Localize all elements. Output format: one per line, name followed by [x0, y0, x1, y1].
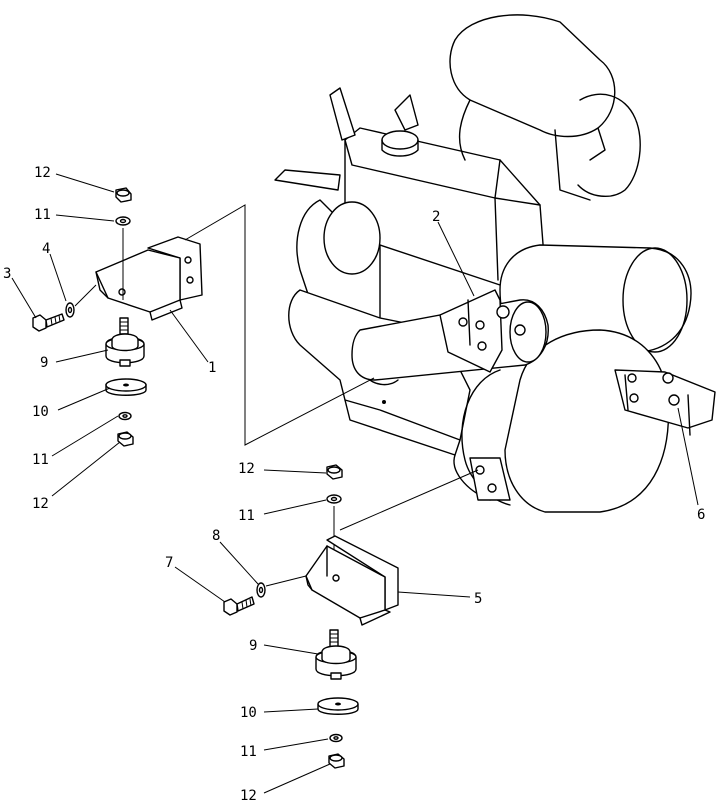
- bolt-7-right: [223, 596, 255, 616]
- callout-labels: 12 11 4 3 9 1 10 11 12 2 6 12 11 8 7 5 9…: [3, 165, 705, 803]
- nut-12-right-bottom: [328, 753, 345, 769]
- bracket-1: [95, 236, 203, 321]
- engine-bracket-rear: [614, 369, 716, 436]
- nut-12-left-bottom: [117, 431, 134, 447]
- callout-3: 3: [3, 266, 11, 282]
- bracket-5: [305, 535, 399, 626]
- leader-lines: [11, 173, 699, 794]
- callout-12: 12: [238, 461, 255, 477]
- callout-10: 10: [240, 705, 257, 721]
- assembly-line: [184, 204, 375, 446]
- callout-9: 9: [40, 355, 48, 371]
- callout-7: 7: [165, 555, 173, 571]
- callout-11: 11: [240, 744, 257, 760]
- spacer-10-right: [317, 697, 359, 715]
- right-mount-group: [223, 464, 479, 769]
- callout-6: 6: [697, 507, 705, 523]
- washer-4-left: [65, 302, 75, 318]
- nut-12-right-top: [326, 464, 343, 480]
- nut-12-left-top: [115, 187, 132, 203]
- callout-8: 8: [212, 528, 220, 544]
- callout-10: 10: [32, 404, 49, 420]
- callout-11: 11: [34, 207, 51, 223]
- washer-11-right-bottom: [329, 733, 343, 743]
- callout-9: 9: [249, 638, 257, 654]
- bolt-3-left: [32, 313, 65, 332]
- engine-block: [274, 14, 692, 513]
- callout-1: 1: [208, 360, 216, 376]
- callout-12: 12: [240, 788, 257, 803]
- callout-2: 2: [432, 209, 440, 225]
- washer-11-right-top: [326, 494, 342, 504]
- callout-11: 11: [238, 508, 255, 524]
- assembly-line-right: [339, 469, 479, 531]
- spacer-10-left: [105, 378, 147, 396]
- callout-12: 12: [34, 165, 51, 181]
- washer-11-left-bottom: [118, 411, 132, 421]
- washer-11-left-top: [115, 216, 131, 226]
- callout-11: 11: [32, 452, 49, 468]
- callout-4: 4: [42, 241, 50, 257]
- rubber-mount-9-right: [315, 629, 357, 680]
- engine-bracket-front: [439, 289, 526, 373]
- engine-mount-lug-lower: [469, 457, 511, 501]
- rubber-mount-9-left: [105, 317, 145, 367]
- callout-5: 5: [474, 591, 482, 607]
- callout-12: 12: [32, 496, 49, 512]
- left-mount-group: [32, 187, 375, 447]
- washer-8-right: [256, 582, 266, 598]
